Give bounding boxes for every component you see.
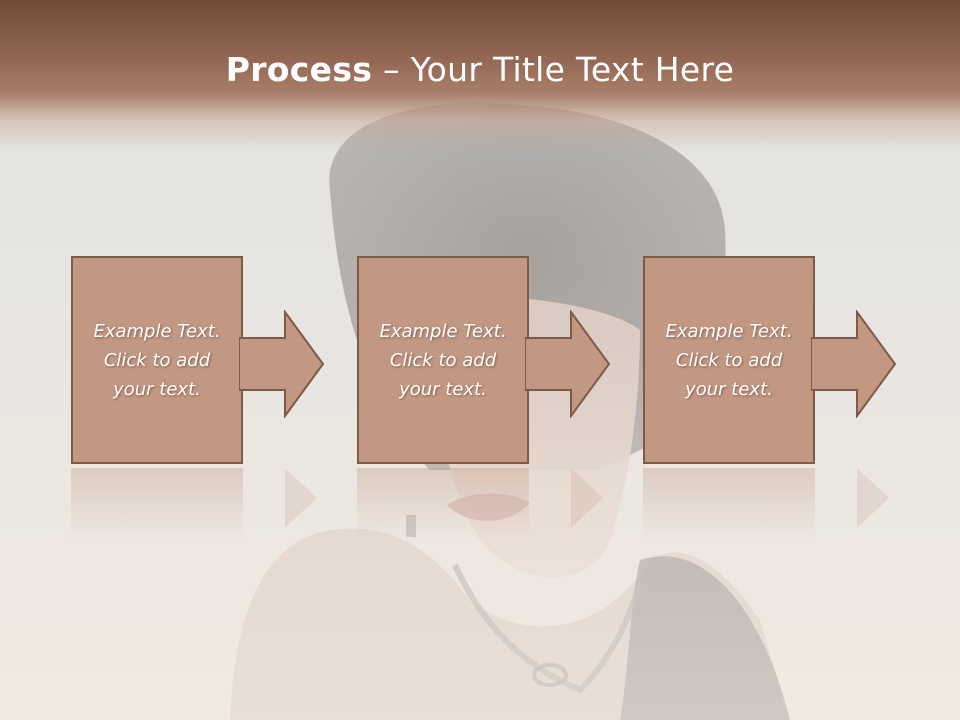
step-text-2: Example Text. Click to add your text. bbox=[379, 320, 507, 400]
slide-title[interactable]: Process – Your Title Text Here bbox=[0, 50, 960, 89]
right-arrow-icon bbox=[811, 310, 897, 418]
title-banner bbox=[0, 0, 960, 150]
title-bold: Process bbox=[225, 50, 373, 89]
step-reflection-3 bbox=[643, 468, 815, 540]
right-arrow-icon bbox=[525, 310, 611, 418]
step-box-1[interactable]: Example Text. Click to add your text. bbox=[71, 256, 243, 464]
step-box-2[interactable]: Example Text. Click to add your text. bbox=[357, 256, 529, 464]
process-step-1: Example Text. Click to add your text. bbox=[71, 256, 325, 540]
process-step-3: Example Text. Click to add your text. bbox=[643, 256, 897, 540]
arrow-reflection-icon bbox=[571, 468, 603, 528]
right-arrow-icon bbox=[239, 310, 325, 418]
step-text-3: Example Text. Click to add your text. bbox=[665, 320, 793, 400]
step-text-1: Example Text. Click to add your text. bbox=[93, 320, 221, 400]
title-rest: – Your Title Text Here bbox=[372, 50, 735, 89]
arrow-reflection-icon bbox=[285, 468, 317, 528]
step-box-3[interactable]: Example Text. Click to add your text. bbox=[643, 256, 815, 464]
step-reflection-1 bbox=[71, 468, 243, 540]
process-step-2: Example Text. Click to add your text. bbox=[357, 256, 611, 540]
step-reflection-2 bbox=[357, 468, 529, 540]
arrow-reflection-icon bbox=[857, 468, 889, 528]
